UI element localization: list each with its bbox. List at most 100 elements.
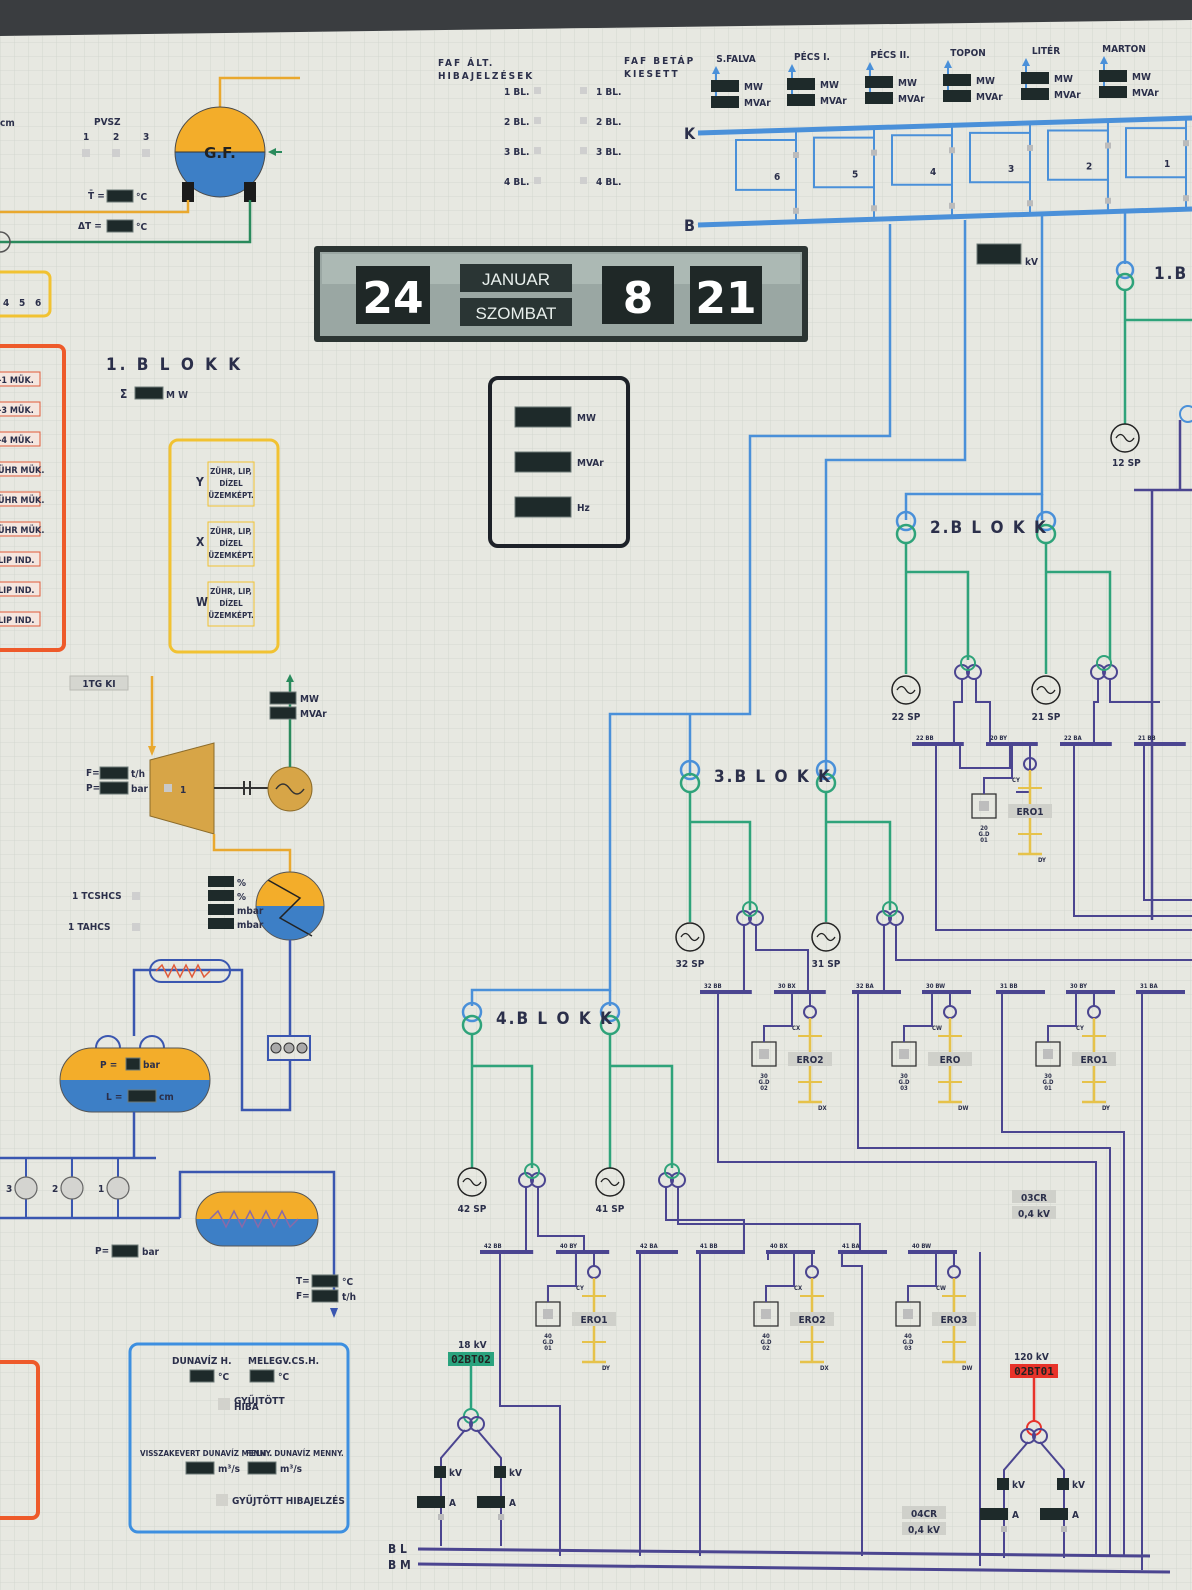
- blokk3-switchgear-c-bus-label-3: 31 BA: [1140, 983, 1159, 990]
- clock-minute: 21: [695, 273, 756, 324]
- blokk4-switchgear-b-bus-label-1: 42 BA: [640, 1243, 659, 1250]
- bay-number-2: 2: [1086, 162, 1092, 173]
- cr04-tag: 04CR 0,4 kV: [902, 1506, 946, 1536]
- pvsz-title: PVSZ: [94, 117, 121, 128]
- turbine-trip-tag: [69, 675, 129, 691]
- ero-3-tag: [928, 1052, 972, 1066]
- line-name-2: PÉCS I.: [794, 50, 830, 63]
- duna-temp-display: [189, 1369, 215, 1383]
- clock-day-tile: [356, 266, 430, 324]
- plant-mw-unit: MW: [577, 413, 596, 424]
- aux-120-a-display-2: [1040, 1508, 1068, 1520]
- ero-1-tag: [1008, 804, 1052, 818]
- unit-status-label-1: -1 MÜK.: [0, 375, 34, 386]
- bay-2-disconnector: [1105, 197, 1111, 204]
- bay-4-disconnector: [949, 202, 955, 209]
- unit-status-label-5: ÜHR MÜK.: [0, 495, 44, 506]
- faf-alt-lamp-2: [534, 117, 541, 124]
- unit-status-item-7: [0, 551, 41, 567]
- line-mw-display-5: [1021, 72, 1049, 84]
- ero-4-tag: [1072, 1052, 1116, 1066]
- faf-alt-row-1: 1 BL.: [504, 87, 529, 98]
- pump-2-label: 2: [52, 1184, 58, 1195]
- aux-120kv-tag: [1010, 1364, 1058, 1378]
- bay-3-breaker: [1027, 144, 1033, 151]
- tcshcs-label: 1 TCSHCS: [72, 891, 122, 902]
- ero-4-label: ERO1: [1081, 1055, 1108, 1066]
- pump-3-label: 3: [6, 1184, 12, 1195]
- clock-day: 24: [362, 273, 423, 324]
- line-mvar-unit-3: MVAr: [898, 94, 925, 105]
- unit-status-item-5: [0, 491, 41, 507]
- pump-3-icon: [14, 1176, 38, 1200]
- aux-18-a-display-1: [417, 1496, 445, 1508]
- plant-hz-unit: Hz: [577, 503, 590, 514]
- diesel-capability-panel: [168, 438, 280, 654]
- aux-18-a-unit-1: A: [449, 1498, 456, 1509]
- aux-120kv-label: 120 kV: [1014, 1352, 1049, 1363]
- ero-6-dn-letter: DX: [820, 1365, 829, 1372]
- ero-1-label: ERO1: [1017, 807, 1044, 818]
- unit-status-item-4: [0, 461, 41, 477]
- line-mvar-display-1: [711, 96, 739, 108]
- line-mvar-unit-4: MVAr: [976, 92, 1003, 103]
- plant-hz-display: [514, 496, 572, 518]
- unit-status-panel: [0, 344, 66, 652]
- faf-alt-lamp-4: [534, 177, 541, 184]
- unit-status-label-9: LIP IND.: [0, 616, 35, 626]
- blokk1-sum-display: [134, 386, 164, 400]
- heater-temp-unit: °C: [342, 1277, 353, 1288]
- selector-number-6: 6: [35, 298, 41, 309]
- faf-betap-lamp-3: [580, 147, 587, 154]
- bay-number-5: 5: [852, 169, 858, 180]
- capability-box-W: [207, 581, 255, 627]
- gf-temp-unit: °C: [136, 192, 147, 203]
- blokk4-main-xfmr-a-hv-winding: [461, 1001, 483, 1023]
- capability-box-Y: [207, 461, 255, 507]
- heater-flow-unit: t/h: [342, 1292, 356, 1303]
- line-arrowhead-2: [788, 64, 796, 72]
- condensate-pumps-box: [267, 1035, 311, 1061]
- heater-flow-label: F=: [296, 1291, 310, 1302]
- hp-heater: [195, 1191, 319, 1247]
- gf-outlet-green: [0, 200, 252, 244]
- ero-6-up-letter: CX: [794, 1285, 803, 1292]
- blokk1-title: 1. B L O K K: [106, 355, 243, 375]
- faf-alt-title: FAF ÁLT.HIBAJELZÉSEK: [438, 56, 534, 82]
- gen-12sp-label: 12 SP: [1112, 458, 1141, 469]
- busbar-k-label: K: [684, 124, 696, 143]
- bay-number-4: 4: [930, 167, 936, 178]
- faf-signal-rows: 1 BL.1 BL.2 BL.2 BL.3 BL.3 BL.4 BL.4 BL.: [504, 87, 621, 188]
- pump-1-label: 1: [98, 1184, 104, 1195]
- blokk2-main-xfmr-a-hv-winding: [895, 510, 917, 532]
- vissza-flow-title: VISSZAKEVERT DUNAVÍZ MENNY.: [140, 1447, 272, 1458]
- cr04-label: 04CR: [911, 1509, 937, 1520]
- blokk4-title: 4.B L O K K: [496, 1009, 614, 1029]
- pvsz-lamp-3: [142, 149, 150, 157]
- line-name-4: TOPON: [950, 48, 986, 59]
- blokk3-aux-xfmr-a-w3: [742, 901, 758, 917]
- bay-1-disconnector: [1183, 195, 1189, 202]
- blokk3-switchgear-b-bus-label-1: 32 BA: [856, 983, 875, 990]
- ero-7-tag: [932, 1312, 976, 1326]
- vissza-flow-unit: m³/s: [218, 1464, 240, 1475]
- busbar-bl-label: B L: [388, 1542, 407, 1556]
- unit-status-label-3: -4 MÜK.: [0, 435, 34, 446]
- condenser-unit-3: mbar: [237, 906, 264, 917]
- line-mw-display-1: [711, 80, 739, 92]
- line-mw-display-2: [787, 78, 815, 90]
- aux-120-kv-display-2: [1057, 1478, 1069, 1490]
- blokk2-switchgear-bus-label-2: 20 BY: [990, 735, 1007, 742]
- generator-g42-icon: [457, 1167, 487, 1197]
- aux-18kv-tag-text: 02BT02: [451, 1353, 491, 1366]
- gf-outlet-orange: [0, 200, 190, 214]
- gen1-mw-display: [269, 691, 297, 705]
- ero-7-up-letter: CW: [936, 1285, 946, 1292]
- bay-6-disconnector: [793, 207, 799, 214]
